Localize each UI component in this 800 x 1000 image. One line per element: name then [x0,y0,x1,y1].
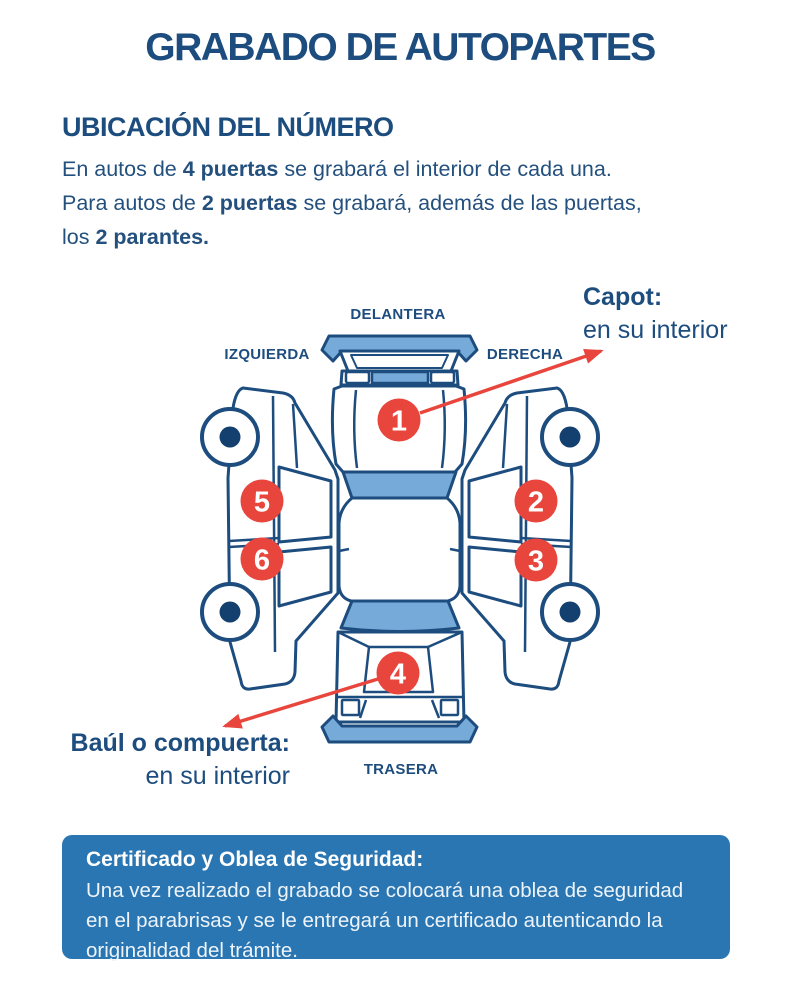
intro-bold-2-parantes: 2 parantes. [95,225,209,249]
marker-3-number: 3 [528,545,544,577]
arrow-baul [222,677,379,729]
rear-window [339,599,461,633]
label-trasera: TRASERA [364,761,439,778]
info-box-line-2: en el parabrisas y se le entregará un ce… [86,909,663,932]
marker-2: 2 [514,479,558,523]
annotation-baul-sub: en su interior [145,762,290,790]
annotation-capot: Capot: en su interior [583,281,728,347]
intro-text: En autos de [62,157,183,181]
rear-bumper [320,714,479,744]
intro-paragraph: En autos de 4 puertas se grabará el inte… [62,152,642,254]
roof [337,496,462,603]
headlight-left [344,370,371,385]
info-box-line-1: Una vez realizado el grabado se colocará… [86,879,684,902]
front-bumper [320,334,479,363]
front-grille [370,370,430,385]
car-top-view [320,334,479,744]
marker-4-number: 4 [390,658,406,690]
intro-text: se grabará el interior de cada una. [278,157,612,181]
intro-text: se grabará, además de las puertas, [297,191,642,215]
label-delantera: DELANTERA [350,306,445,323]
info-box-title: Certificado y Oblea de Seguridad: [86,848,424,871]
car-side-view-left [200,386,340,692]
taillight-left [340,698,361,717]
intro-line-1: En autos de 4 puertas se grabará el inte… [62,152,642,186]
intro-line-3: los 2 parantes. [62,220,642,254]
label-derecha: DERECHA [487,346,563,363]
marker-4: 4 [376,651,420,695]
arrow-capot [419,349,604,415]
headlight-right [429,370,456,385]
annotation-capot-sub: en su interior [583,316,728,344]
security-info-box: Certificado y Oblea de Seguridad: Una ve… [62,835,730,962]
marker-1-number: 1 [391,405,407,437]
taillight-right [439,698,460,717]
car-engraving-diagram: DELANTERA IZQUIERDA DERECHA TRASERA [200,306,604,778]
marker-6: 6 [240,537,284,581]
label-izquierda: IZQUIERDA [224,346,309,363]
annotation-baul-title: Baúl o compuerta: [70,729,290,757]
intro-text: los [62,225,96,249]
annotation-capot-title: Capot: [583,283,663,311]
car-side-view-right [460,386,600,692]
annotation-baul: Baúl o compuerta: en su interior [71,727,290,793]
page-title: GRABADO DE AUTOPARTES [145,26,656,69]
intro-bold-4-puertas: 4 puertas [182,157,279,181]
section-heading: UBICACIÓN DEL NÚMERO [62,112,394,142]
marker-6-number: 6 [254,544,270,576]
info-box-line-3: originalidad del trámite. [86,939,298,962]
marker-5-number: 5 [254,486,270,518]
intro-bold-2-puertas: 2 puertas [201,191,298,215]
marker-1: 1 [377,398,421,442]
intro-line-2: Para autos de 2 puertas se grabará, adem… [62,186,642,220]
marker-5: 5 [240,479,284,523]
marker-2-number: 2 [528,486,544,518]
marker-3: 3 [514,538,558,582]
intro-text: Para autos de [62,191,202,215]
